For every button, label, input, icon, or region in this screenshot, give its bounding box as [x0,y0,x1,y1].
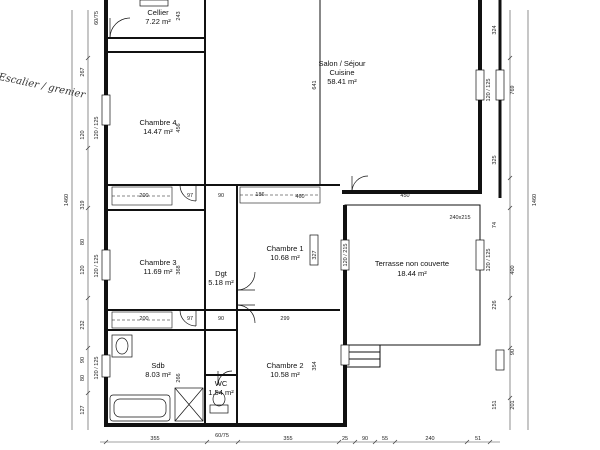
dim-left: 319 [80,200,86,209]
dim-left: 80 [80,375,86,381]
room-area-salon: 58.41 m² [327,77,357,86]
dim-right-outer: 1460 [532,194,538,206]
room-name-chambre3: Chambre 3 [139,258,176,267]
dim-bottom: 55 [382,436,388,442]
dim-right: 769 [510,85,516,94]
dim-bottom: 355 [283,436,292,442]
doors [109,17,369,386]
dim-left: 232 [80,320,86,329]
dim-bottom: 60/75 [215,433,229,439]
room-area-sdb: 8.03 m² [145,370,171,379]
room-area-terrasse: 18.44 m² [397,269,427,278]
dim-left: 60/75 [94,11,100,25]
washbasin [111,334,133,358]
handwritten-note: Escalier / grenier [0,72,87,102]
dim-right: 325 [492,155,498,164]
dim-interior: 90 [218,316,224,322]
dim-right: 400 [510,265,516,274]
dim-interior: 200 [139,316,148,322]
room-name-sdb: Sdb [151,361,164,370]
dim-interior: 120 / 215 [343,244,349,267]
interior-walls [106,0,340,425]
dim-left: 120 / 125 [94,255,100,278]
dim-left: 80 [80,239,86,245]
dim-bottom: 51 [475,436,481,442]
dim-bottom: 25 [342,436,348,442]
terrace-outline [344,204,481,346]
dim-left: 90 [80,357,86,363]
dim-interior: 641 [312,80,318,89]
dim-left-outer: 1460 [64,194,70,206]
dim-interior: 200 [139,193,148,199]
dim-interior: 368 [176,265,182,274]
shower [174,387,204,422]
dim-right: 120 / 125 [486,249,492,272]
dim-interior: 97 [187,193,193,199]
svg-text:Escalier / grenier: Escalier / grenier [0,72,87,102]
room-area-wc: 1.54 m² [208,388,234,397]
room-area-chambre2: 10.58 m² [270,370,300,379]
room-name-salon: Salon / Séjour [318,59,366,68]
room-area-chambre4: 14.47 m² [143,127,173,136]
dim-left: 127 [80,405,86,414]
dimension-ticks [85,55,513,445]
dim-right: 226 [492,300,498,309]
dim-left: 120 [80,130,86,139]
dim-interior: 243 [176,11,182,20]
dim-left: 120 [80,265,86,274]
dim-interior: 460 [295,194,304,200]
room-name-wc: WC [215,379,228,388]
dim-right: 324 [492,25,498,34]
dim-interior: 266 [176,373,182,382]
room-name-terrasse: Terrasse non couverte [375,259,449,268]
room-area-dgt: 5.18 m² [208,278,234,287]
dim-interior: 450 [400,193,409,199]
dim-interior: 90 [218,193,224,199]
dim-bottom: 240 [425,436,434,442]
dim-bottom: 355 [150,436,159,442]
room-name-chambre2: Chambre 2 [266,361,303,370]
dimension-lines [71,10,529,443]
room-area-chambre1: 10.68 m² [270,253,300,262]
dim-interior: 456 [176,123,182,132]
room-name-cellier: Cellier [147,8,169,17]
dim-interior: 240x215 [449,215,470,221]
room-name-dgt: Dgt [215,269,228,278]
terrace-steps [344,344,381,368]
dim-right: 90 [510,349,516,355]
dim-right: 74 [492,222,498,228]
closets [111,186,321,329]
room-area-chambre3: 11.69 m² [143,267,173,276]
dim-interior: 327 [312,250,318,259]
dim-interior: 354 [312,361,318,370]
dim-bottom: 90 [362,436,368,442]
bathtub [109,394,171,422]
dim-right: 120 / 125 [486,79,492,102]
room-area-cellier: 7.22 m² [145,17,171,26]
dim-left: 120 / 125 [94,357,100,380]
room-name-chambre1: Chambre 1 [266,244,303,253]
room-name-chambre4: Chambre 4 [139,118,176,127]
dim-interior: 299 [280,316,289,322]
dim-left: 120 / 125 [94,117,100,140]
toilet [209,391,229,414]
dim-left: 267 [80,67,86,76]
dim-interior: 97 [187,316,193,322]
room-sub-salon: Cuisine [329,68,354,77]
dim-right: 201 [510,400,516,409]
dim-interior: 186 [255,192,264,198]
windows [101,0,505,378]
dim-right: 151 [492,400,498,409]
